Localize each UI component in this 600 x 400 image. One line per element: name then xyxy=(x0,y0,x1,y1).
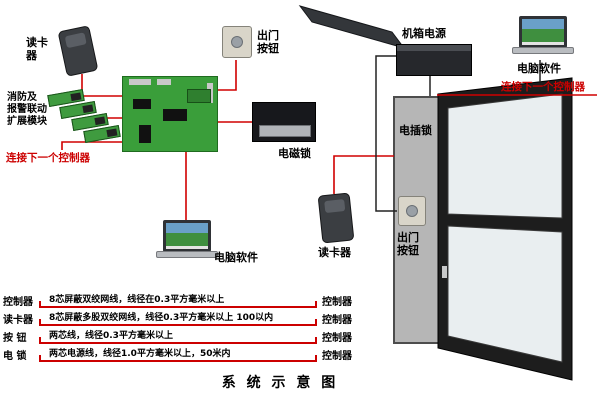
exit-button-top-label: 出门 按钮 xyxy=(257,29,279,56)
controller-board xyxy=(122,76,218,152)
board-chip xyxy=(139,125,151,143)
wiring-spec: 8芯屏蔽双绞网线，线径在0.3平方毫米以上 xyxy=(49,295,225,305)
wiring-right-label: 控制器 xyxy=(322,297,352,308)
wiring-left-label: 电 锁 xyxy=(3,351,27,362)
relay-block xyxy=(94,116,106,126)
board-chip xyxy=(133,99,151,109)
exit-button-right-device xyxy=(398,196,426,226)
next-controller-left-label: 连接下一个控制器 xyxy=(6,152,90,164)
button-dot xyxy=(231,36,243,48)
wiring-row: 控制器 8芯屏蔽双绞网线，线径在0.3平方毫米以上 控制器 xyxy=(3,291,359,308)
wire-exitbutton-board xyxy=(218,60,237,91)
laptop-base xyxy=(156,251,218,258)
wiring-spec: 两芯线，线径0.3平方毫米以上 xyxy=(49,331,173,341)
chassis-power-label: 机箱电源 xyxy=(402,27,446,40)
pc-software-right-label: 电脑软件 xyxy=(517,62,561,75)
magnetic-lock-device xyxy=(252,102,316,142)
fire-module-label: 消防及 报警联动 扩展模块 xyxy=(7,92,47,127)
relay-block xyxy=(70,92,82,102)
board-connector xyxy=(157,79,171,85)
power-supply-device xyxy=(396,44,472,76)
magnetic-lock-label: 电磁锁 xyxy=(278,147,311,160)
board-connector xyxy=(129,79,151,85)
wiring-spec: 两芯电源线，线径1.0平方毫米以上，50米内 xyxy=(49,349,231,359)
wiring-line: 两芯电源线，线径1.0平方毫米以上，50米内 xyxy=(39,345,317,362)
power-supply-lid xyxy=(298,5,406,49)
button-dot xyxy=(406,205,418,217)
wiring-left-label: 控制器 xyxy=(3,297,33,308)
laptop-screen xyxy=(519,16,567,48)
wire-board-nextcontroller xyxy=(61,141,122,150)
wiring-line: 两芯线，线径0.3平方毫米以上 xyxy=(39,327,317,344)
pc-software-left-label: 电脑软件 xyxy=(214,251,258,264)
exit-button-top-device xyxy=(222,26,252,58)
exit-button-right-label: 出门 按钮 xyxy=(397,231,419,258)
board-chip xyxy=(163,109,187,121)
wiring-row: 电 锁 两芯电源线，线径1.0平方毫米以上，50米内 控制器 xyxy=(3,345,359,362)
board-submodule xyxy=(187,89,211,103)
wiring-right-label: 控制器 xyxy=(322,315,352,326)
wire-cardreader-right xyxy=(333,155,394,194)
wire-cardreader-board xyxy=(81,74,122,97)
wiring-row: 读卡器 8芯屏蔽多股双绞网线，线径0.3平方毫米以上 100以内 控制器 xyxy=(3,309,359,326)
wiring-row: 按 钮 两芯线，线径0.3平方毫米以上 控制器 xyxy=(3,327,359,344)
wiring-left-label: 读卡器 xyxy=(3,315,33,326)
relay-block xyxy=(82,104,94,114)
laptop-right-icon xyxy=(512,16,574,54)
wiring-line: 8芯屏蔽双绞网线，线径在0.3平方毫米以上 xyxy=(39,291,317,308)
electric-bolt-label: 电插锁 xyxy=(399,124,432,137)
laptop-left-icon xyxy=(156,220,218,258)
relay-block xyxy=(106,128,118,138)
card-reader-right-label: 读卡器 xyxy=(318,246,351,259)
card-reader-left-label: 读卡 器 xyxy=(26,36,48,63)
wiring-right-label: 控制器 xyxy=(322,333,352,344)
diagram-title: 系 统 示 意 图 xyxy=(221,375,339,391)
lock-armature-plate xyxy=(259,125,311,137)
wiring-left-label: 按 钮 xyxy=(3,333,27,344)
card-reader-window xyxy=(324,199,346,214)
card-reader-right-device xyxy=(317,192,355,244)
next-controller-right-label: 连接下一个控制器 xyxy=(501,81,585,93)
laptop-screen xyxy=(163,220,211,252)
power-supply-lid-edge xyxy=(397,45,471,51)
laptop-base xyxy=(512,47,574,54)
wiring-right-label: 控制器 xyxy=(322,351,352,362)
wiring-spec: 8芯屏蔽多股双绞网线，线径0.3平方毫米以上 100以内 xyxy=(49,313,274,323)
card-reader-window xyxy=(64,32,87,49)
wiring-line: 8芯屏蔽多股双绞网线，线径0.3平方毫米以上 100以内 xyxy=(39,309,317,326)
card-reader-left-device xyxy=(57,25,99,77)
